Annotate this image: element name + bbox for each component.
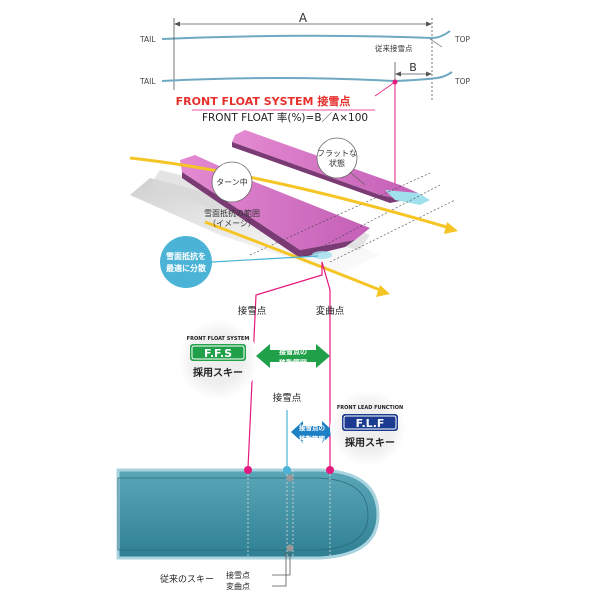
dimension-a-label: A (299, 11, 308, 25)
ffs-logo-text: F.F.S (204, 347, 232, 360)
front-float-formula: FRONT FLOAT 率(%)=B／A×100 (202, 111, 368, 124)
front-float-system-title: FRONT FLOAT SYSTEM 接雪点 (176, 94, 351, 108)
top-dimension-diagram: A TAIL TOP 従来接雪点 B TAIL TOP FRONT FLOAT … (139, 11, 470, 185)
ffs-bend-marker (326, 466, 334, 474)
flf-small-title: FRONT LEAD FUNCTION (337, 405, 403, 411)
contact-point-label: 接雪点 (238, 305, 267, 317)
conventional-bend-marker (286, 544, 294, 552)
flat-state-label-line1: フラットな (317, 149, 357, 158)
ffs-caption: 採用スキー (193, 366, 243, 379)
top-label-1: TOP (454, 35, 470, 44)
bend-point-label: 変曲点 (316, 305, 345, 317)
legend-bend-label: 変曲点 (226, 581, 250, 591)
contact-point-label-2: 接雪点 (273, 392, 302, 404)
conventional-contact-label: 従来接雪点 (375, 43, 413, 53)
turning-label: ターン中 (216, 177, 248, 187)
flf-caption: 採用スキー (345, 436, 395, 449)
ffs-range-arrow (256, 344, 330, 368)
dimension-b-label: B (409, 61, 417, 74)
ffs-range-label-line1: 接雪点の (279, 347, 307, 356)
ski-3d-illustration: フラットな 状態 ターン中 雪面抵抗の範囲 （イメージ） 雪面抵抗を 最適に分散 (129, 130, 458, 297)
bend-leader-pink (321, 261, 331, 468)
top-label-2: TOP (454, 77, 470, 86)
contact-leader-pink (247, 262, 323, 469)
flat-state-label-line2: 状態 (329, 158, 345, 168)
turning-bubble (211, 161, 253, 203)
tail-label-1: TAIL (139, 35, 156, 44)
flf-contact-marker (283, 466, 291, 474)
ffs-contact-marker (244, 466, 252, 474)
ffs-logo-badge (190, 344, 246, 361)
yellow-arrow-upper (129, 156, 451, 230)
legend-contact-label: 接雪点 (226, 570, 250, 580)
disperse-label-line2: 最適に分散 (166, 263, 207, 273)
ski-flat-tip (385, 190, 430, 205)
flat-state-bubble (316, 137, 358, 179)
flf-logo-badge (342, 414, 398, 431)
ffs-range-label-line2: 移動範囲 (279, 358, 307, 367)
tail-label-2: TAIL (139, 77, 156, 86)
resistance-range-label-line1: 雪面抵抗の範囲 (204, 208, 260, 218)
flf-logo-text: F.L.F (356, 417, 385, 430)
ski-turning-contact (312, 251, 332, 259)
flf-range-label-line2: 移動範囲 (299, 434, 326, 443)
lower-contact-diagram: 接雪点 変曲点 FRONT FLOAT SYSTEM F.F.S 採用スキー 接… (116, 261, 406, 591)
flf-range-label-line1: 接雪点の (299, 423, 326, 432)
disperse-resistance-bubble (160, 236, 212, 288)
disperse-label-line1: 雪面抵抗を (166, 251, 206, 261)
resistance-range-label-line2: （イメージ） (208, 219, 256, 228)
conventional-contact-marker-top (286, 474, 294, 482)
ffs-small-title: FRONT FLOAT SYSTEM (187, 336, 250, 342)
conventional-ski-label: 従来のスキー (160, 573, 214, 585)
ski-profile-flat (161, 30, 451, 40)
flf-range-arrow (291, 421, 334, 443)
